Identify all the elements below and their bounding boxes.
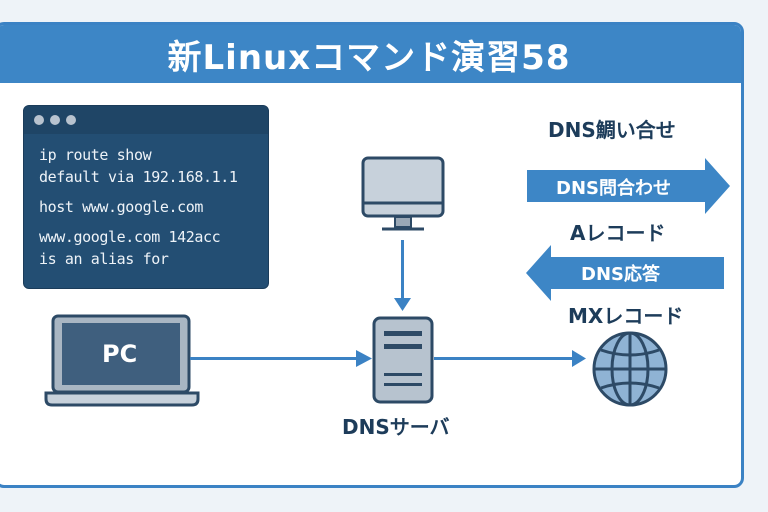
a-record-label: Aレコード (570, 221, 666, 245)
terminal-window: ip route show default via 192.168.1.1 ho… (23, 105, 269, 289)
query-arrow-icon (527, 158, 730, 214)
server-to-internet-line (434, 357, 574, 360)
pc-to-server-line (190, 357, 356, 360)
dns-query-heading: DNS鯛い合せ (548, 118, 676, 142)
response-arrow-label: DNS応答 (581, 264, 660, 285)
globe-icon (592, 331, 668, 407)
arrowhead-icon (356, 350, 372, 367)
arrowhead-icon (394, 298, 411, 311)
terminal-line: default via 192.168.1.1 (39, 168, 238, 186)
monitor-to-server-line (401, 240, 404, 300)
title-banner: 新Linuxコマンド演習58 (0, 25, 741, 83)
window-dot-icon (34, 115, 44, 125)
dns-server-icon (372, 316, 434, 404)
terminal-output: ip route show default via 192.168.1.1 ho… (24, 134, 268, 270)
window-dot-icon (50, 115, 60, 125)
query-arrow-label: DNS問合わせ (556, 178, 671, 199)
laptop-icon (44, 314, 200, 407)
monitor-icon (361, 156, 445, 231)
terminal-line: host www.google.com (39, 198, 203, 216)
response-arrow-icon (526, 245, 724, 301)
terminal-title-bar (24, 106, 268, 134)
mx-record-label: MXレコード (568, 304, 684, 328)
terminal-line: ip route show (39, 146, 152, 164)
arrowhead-icon (572, 350, 586, 367)
pc-label: PC (102, 340, 138, 368)
window-dot-icon (66, 115, 76, 125)
terminal-line: is an alias for (39, 250, 169, 268)
terminal-line: www.google.com 142acc (39, 228, 221, 246)
dns-server-label: DNSサーバ (342, 415, 450, 439)
page-title: 新Linuxコマンド演習58 (167, 37, 571, 78)
